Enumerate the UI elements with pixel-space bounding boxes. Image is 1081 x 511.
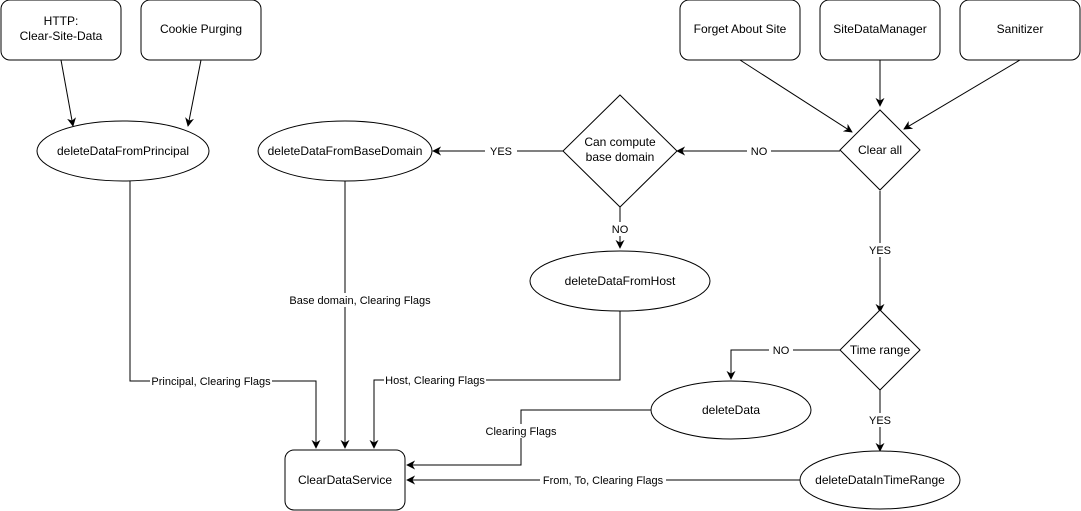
svg-text:Clearing Flags: Clearing Flags — [486, 426, 557, 438]
node-http-clear-site-data: HTTP: Clear-Site-Data — [0, 0, 122, 61]
edge-label-host-flags: Host, Clearing Flags — [384, 373, 486, 387]
node-delete-data: deleteData — [650, 380, 812, 440]
svg-text:Time range: Time range — [850, 343, 911, 357]
svg-text:From, To, Clearing Flags: From, To, Clearing Flags — [543, 475, 664, 487]
edge-label-base-domain-flags: Base domain, Clearing Flags — [285, 293, 433, 307]
edge-label-cancompute-no: NO — [608, 222, 632, 236]
svg-text:Clear all: Clear all — [858, 143, 902, 157]
svg-text:Cookie Purging: Cookie Purging — [160, 22, 242, 36]
svg-text:NO: NO — [751, 146, 768, 158]
edge-cookie-to-principal — [185, 59, 202, 127]
edge-label-from-to-flags: From, To, Clearing Flags — [540, 473, 666, 487]
edge-sanitizer-to-clearall — [903, 59, 1021, 130]
node-forget-about-site: Forget About Site — [679, 0, 801, 61]
svg-text:deleteDataInTimeRange: deleteDataInTimeRange — [815, 473, 945, 487]
svg-text:base domain: base domain — [586, 150, 655, 164]
edge-http-to-principal — [60, 59, 76, 127]
svg-text:Clear-Site-Data: Clear-Site-Data — [20, 29, 103, 43]
node-site-data-manager: SiteDataManager — [819, 0, 941, 61]
svg-text:HTTP:: HTTP: — [44, 14, 79, 28]
svg-text:Can compute: Can compute — [584, 135, 656, 149]
svg-text:Host, Clearing Flags: Host, Clearing Flags — [385, 375, 485, 387]
edge-label-principal-flags: Principal, Clearing Flags — [150, 374, 272, 388]
svg-text:Forget About Site: Forget About Site — [694, 22, 787, 36]
svg-text:Base domain, Clearing Flags: Base domain, Clearing Flags — [289, 295, 431, 307]
node-delete-data-from-host: deleteDataFromHost — [529, 250, 711, 312]
svg-text:deleteDataFromPrincipal: deleteDataFromPrincipal — [57, 144, 189, 158]
svg-text:deleteData: deleteData — [702, 403, 760, 417]
svg-text:SiteDataManager: SiteDataManager — [833, 22, 926, 36]
edge-timerange-no — [726, 349, 840, 380]
svg-text:deleteDataFromBaseDomain: deleteDataFromBaseDomain — [268, 144, 423, 158]
svg-text:YES: YES — [869, 415, 891, 427]
svg-text:ClearDataService: ClearDataService — [298, 473, 392, 487]
svg-text:Principal, Clearing Flags: Principal, Clearing Flags — [151, 376, 271, 388]
edge-label-timerange-yes: YES — [865, 413, 895, 427]
node-clear-data-service: ClearDataService — [284, 449, 406, 511]
edge-label-clearall-no: NO — [747, 144, 771, 158]
node-cookie-purging: Cookie Purging — [140, 0, 262, 61]
node-can-compute-base-domain: Can compute base domain — [562, 94, 678, 208]
node-sanitizer: Sanitizer — [959, 0, 1081, 61]
node-delete-data-from-base-domain: deleteDataFromBaseDomain — [257, 120, 433, 182]
svg-text:deleteDataFromHost: deleteDataFromHost — [565, 274, 676, 288]
edge-label-clearing-flags: Clearing Flags — [484, 424, 558, 438]
edge-labels: NO YES NO YES NO YES Base domain, Cleari… — [150, 144, 895, 487]
edge-principal-to-service — [129, 181, 321, 449]
edge-label-timerange-no: NO — [769, 343, 793, 357]
svg-text:Sanitizer: Sanitizer — [997, 22, 1044, 36]
node-time-range: Time range — [839, 309, 921, 391]
svg-text:YES: YES — [490, 146, 512, 158]
edge-label-cancompute-yes: YES — [485, 144, 517, 158]
svg-text:YES: YES — [869, 245, 891, 257]
node-delete-data-in-time-range: deleteDataInTimeRange — [799, 450, 961, 510]
edge-label-clearall-yes: YES — [865, 243, 895, 257]
node-clear-all: Clear all — [839, 109, 921, 191]
edge-host-to-service — [369, 311, 621, 449]
node-delete-data-from-principal: deleteDataFromPrincipal — [36, 120, 210, 182]
svg-text:NO: NO — [773, 345, 790, 357]
svg-text:NO: NO — [612, 224, 629, 236]
edge-forget-to-clearall — [739, 59, 853, 133]
